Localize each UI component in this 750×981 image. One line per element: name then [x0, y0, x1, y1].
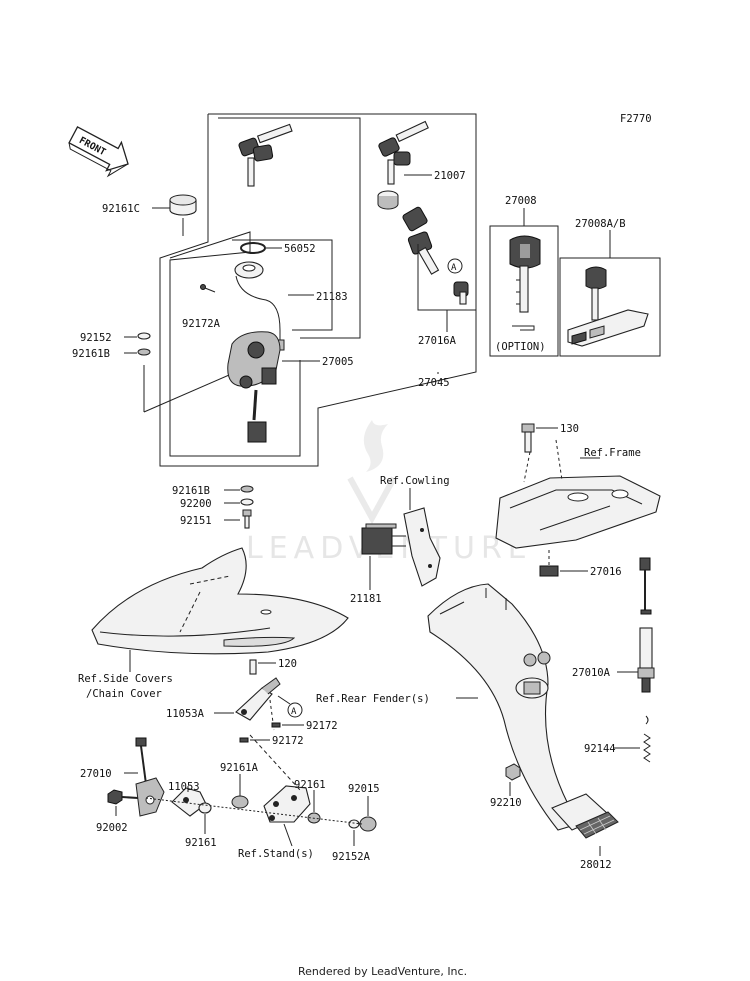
label-130: 130 [560, 423, 579, 435]
label-option: (OPTION) [495, 341, 546, 353]
front-arrow-icon: FRONT [68, 126, 129, 178]
ref-stand-outline [263, 785, 311, 823]
label-92161: 92161 [294, 779, 326, 791]
part-92161C-cap [169, 194, 197, 216]
part-92002-bolt [107, 789, 139, 805]
label-92151: 92151 [180, 515, 212, 527]
label-ref-frame: Ref.Frame [584, 447, 641, 459]
part-27016-switch [539, 550, 559, 577]
label-27005: 27005 [322, 356, 354, 368]
label-ref-side-covers-1: Ref.Side Covers [78, 673, 173, 685]
part-92161A-bushing [231, 795, 249, 809]
label-92161-bottom: 92161 [185, 837, 217, 849]
label-27008AB: 27008A/B [575, 218, 626, 230]
figure-code: F2770 [620, 113, 652, 125]
label-21181: 21181 [350, 593, 382, 605]
part-21007-key-blanks [377, 120, 429, 210]
label-11053A: 11053A [166, 708, 205, 720]
callout-A-keys: A [451, 263, 457, 273]
label-ref-stand: Ref.Stand(s) [238, 848, 314, 860]
label-27010: 27010 [80, 768, 112, 780]
part-keys-ignition [238, 123, 293, 187]
label-27010A: 27010A [572, 667, 611, 679]
part-27010-stand-switch [135, 737, 165, 817]
label-ref-rear-fender: Ref.Rear Fender(s) [316, 693, 430, 705]
label-56052: 56052 [284, 243, 316, 255]
part-130-bolt [521, 423, 535, 453]
part-11053A-bracket [235, 659, 281, 731]
part-27010A-switch [637, 557, 655, 693]
label-27016A: 27016A [418, 335, 457, 347]
label-92161B-top: 92161B [72, 348, 110, 360]
label-ref-cowling: Ref.Cowling [380, 475, 450, 487]
part-27008AB-key-and-tag [567, 266, 649, 347]
ref-rear-fender-outline [427, 583, 579, 831]
label-11053: 11053 [168, 781, 200, 793]
part-92015-nut [359, 816, 377, 832]
part-27005-ignition-switch [227, 331, 281, 443]
part-28012-reflector [551, 793, 619, 839]
part-92172A-screw [200, 284, 216, 293]
part-27016A-key-set: A [402, 206, 469, 305]
label-92172A: 92172A [182, 318, 221, 330]
label-27016: 27016 [590, 566, 622, 578]
label-120: 120 [278, 658, 297, 670]
label-27008: 27008 [505, 195, 537, 207]
label-92161B-bottom: 92161B [172, 485, 210, 497]
label-92152: 92152 [80, 332, 112, 344]
label-92002: 92002 [96, 822, 128, 834]
ref-frame-outline [495, 439, 661, 549]
label-21183: 21183 [316, 291, 348, 303]
part-92144-spring [643, 715, 651, 763]
footer-credit: Rendered by LeadVenture, Inc. [298, 965, 467, 978]
label-28012: 28012 [580, 859, 612, 871]
watermark-logo [347, 420, 397, 525]
part-92210-nut [505, 763, 521, 781]
label-92161A: 92161A [220, 762, 259, 774]
label-92161C: 92161C [102, 203, 140, 215]
ref-side-covers-outline [91, 547, 349, 655]
label-ref-side-covers-2: /Chain Cover [86, 688, 162, 700]
label-27045: 27045 [418, 377, 450, 389]
label-92172-b: 92172 [272, 735, 304, 747]
group-outline-27045 [143, 113, 477, 467]
label-92152A: 92152A [332, 851, 371, 863]
callout-A-bracket: A [291, 707, 297, 717]
label-21007: 21007 [434, 170, 466, 182]
part-21181-ecu-bracket [361, 507, 441, 587]
part-11053-plate [171, 787, 207, 817]
part-27008-key [509, 235, 541, 331]
label-92172-a: 92172 [306, 720, 338, 732]
label-92200: 92200 [180, 498, 212, 510]
part-92151-screw [242, 509, 252, 529]
label-92015: 92015 [348, 783, 380, 795]
label-92210: 92210 [490, 797, 522, 809]
label-92144: 92144 [584, 743, 616, 755]
